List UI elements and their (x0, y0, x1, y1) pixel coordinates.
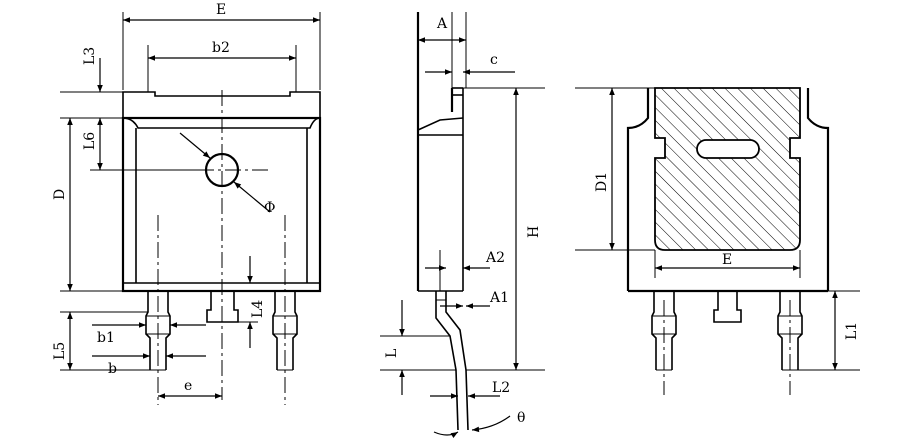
dim-e: e (158, 378, 222, 399)
heatsink-pad (654, 87, 801, 251)
dim-L: L (384, 300, 405, 395)
side-extension-lines (380, 12, 545, 371)
back-lead-center (713, 291, 742, 323)
back-body-outline (575, 87, 830, 293)
front-lead-left (145, 215, 171, 405)
back-view: D1 E L1 (575, 87, 860, 395)
dim-D1: D1 (594, 88, 615, 250)
back-lead-right (777, 291, 803, 395)
label-L: L (384, 349, 400, 358)
label-b1: b1 (97, 330, 115, 346)
label-L6: L6 (82, 132, 98, 150)
dim-theta: θ (433, 410, 525, 439)
front-view: E b2 L3 L6 D Φ L4 (52, 2, 322, 405)
dim-A1: A1 (440, 290, 509, 309)
dim-b2: b2 (148, 40, 296, 61)
label-e: e (184, 378, 192, 394)
label-A: A (436, 16, 448, 32)
label-A1: A1 (489, 290, 509, 306)
dim-L1: L1 (832, 291, 860, 370)
label-H: H (526, 226, 542, 238)
label-c: c (490, 52, 498, 68)
dim-b: b (92, 353, 206, 377)
label-L1: L1 (844, 322, 860, 340)
dim-L4: L4 (238, 256, 266, 348)
label-D: D (52, 189, 68, 200)
dim-D: D (52, 118, 73, 291)
label-L2: L2 (492, 380, 510, 396)
heatsink-slot (696, 139, 760, 159)
dim-L3: L3 (82, 47, 103, 92)
label-phi: Φ (264, 200, 275, 216)
dim-L5: L5 (52, 312, 73, 370)
label-E: E (216, 2, 226, 18)
front-lead-center (206, 291, 239, 323)
dim-c: c (425, 52, 515, 75)
dim-E-front: E (123, 2, 320, 23)
side-lead (435, 291, 469, 431)
dim-A2: A2 (425, 250, 505, 271)
heatsink-pad-area (654, 87, 801, 251)
label-b2: b2 (212, 40, 230, 56)
back-extension-lines (654, 250, 860, 371)
label-b: b (108, 361, 117, 377)
label-L3: L3 (82, 47, 98, 65)
label-theta: θ (517, 410, 525, 426)
side-view: A c H A2 A1 L L2 (380, 12, 545, 439)
dim-b1: b1 (92, 322, 206, 346)
label-A2: A2 (485, 250, 505, 266)
dim-L6: L6 (82, 118, 205, 171)
label-D1: D1 (594, 172, 610, 192)
side-body-outline (416, 12, 464, 292)
dim-L2: L2 (430, 380, 510, 399)
dim-A: A (418, 16, 466, 43)
label-L5: L5 (52, 342, 68, 360)
front-lead-right (272, 215, 298, 405)
dim-phi: Φ (179, 132, 275, 216)
label-L4: L4 (250, 300, 266, 318)
label-E-back: E (722, 252, 732, 268)
dim-E-back: E (655, 252, 800, 271)
mounting-hole (90, 90, 270, 400)
back-lead-left (651, 291, 677, 395)
dim-H: H (513, 88, 542, 370)
